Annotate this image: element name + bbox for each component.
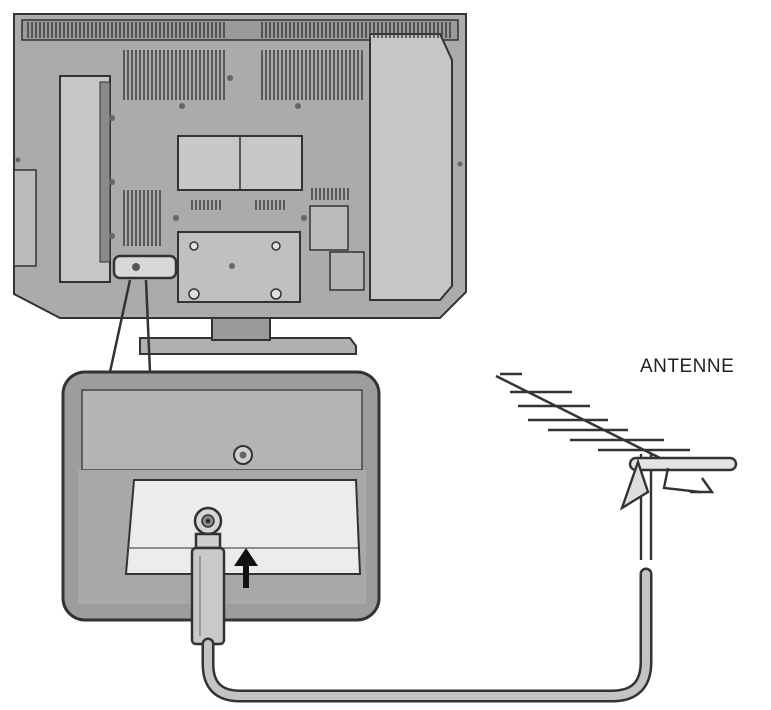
antenna-label: ANTENNE — [640, 356, 735, 377]
tv-screws — [15, 75, 463, 269]
zoom-callout-lines — [108, 279, 152, 373]
tv-rear-view — [13, 13, 467, 355]
antenna-dipole — [628, 456, 738, 472]
tv-vents — [27, 22, 451, 246]
coaxial-socket-icon — [193, 506, 223, 536]
arrow-up-icon — [234, 548, 258, 588]
inset-terminal-plate — [124, 479, 362, 575]
coaxial-plug — [190, 532, 226, 646]
tv-antenna-terminal — [112, 254, 178, 280]
tv-stand-base — [139, 337, 357, 355]
tv-right-panel — [369, 33, 453, 301]
yagi-antenna — [495, 372, 738, 560]
terminal-closeup-inset — [61, 370, 381, 646]
